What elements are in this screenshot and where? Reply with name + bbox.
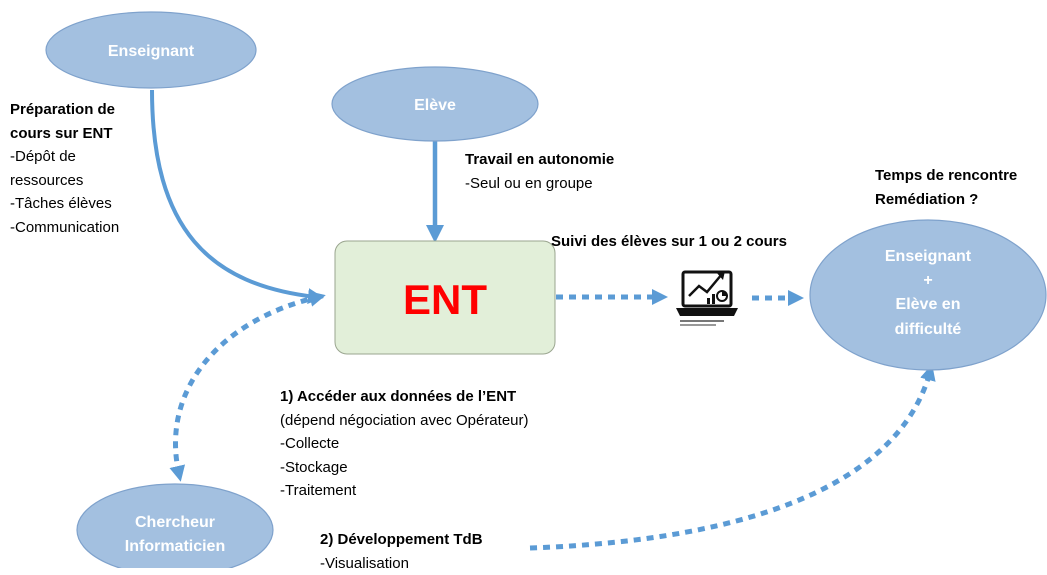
preparation-item: -Dépôt de (10, 145, 119, 169)
annotation-travail: Travail en autonomie -Seul ou en groupe (465, 148, 614, 195)
node-ent: ENT (335, 241, 555, 354)
node-enseignant-eleve-line3: Elève en (896, 296, 961, 313)
acceder-item: (dépend négociation avec Opérateur) (280, 409, 529, 433)
preparation-item: -Communication (10, 216, 119, 240)
annotation-suivi: Suivi des élèves sur 1 ou 2 cours (551, 230, 787, 254)
node-ent-label: ENT (403, 276, 487, 323)
arrow-enseignant-to-ent (152, 90, 316, 297)
preparation-title-line1: Préparation de (10, 98, 119, 122)
travail-item: -Seul ou en groupe (465, 172, 614, 196)
node-eleve-label: Elève (414, 97, 456, 114)
arrow-tdb-to-enseignant-eleve (530, 372, 930, 548)
developpement-title: 2) Développement TdB (320, 528, 483, 552)
node-chercheur: Chercheur Informaticien (77, 484, 273, 568)
acceder-item: -Stockage (280, 456, 529, 480)
temps-title-line1: Temps de rencontre (875, 164, 1017, 188)
node-enseignant-eleve-line1: Enseignant (885, 248, 972, 265)
annotation-temps: Temps de rencontre Remédiation ? (875, 164, 1017, 211)
annotation-acceder: 1) Accéder aux données de l’ENT (dépend … (280, 385, 529, 503)
node-chercheur-line2: Informaticien (125, 538, 225, 555)
travail-title: Travail en autonomie (465, 148, 614, 172)
developpement-item: -Visualisation (320, 552, 483, 575)
node-enseignant-top-label: Enseignant (108, 43, 195, 60)
preparation-item: ressources (10, 169, 119, 193)
laptop-chart-icon (676, 271, 738, 326)
preparation-item: -Tâches élèves (10, 192, 119, 216)
node-eleve: Elève (332, 67, 538, 141)
acceder-item: -Collecte (280, 432, 529, 456)
acceder-title: 1) Accéder aux données de l’ENT (280, 385, 529, 409)
node-enseignant-eleve-line2: + (923, 272, 932, 289)
node-chercheur-line1: Chercheur (135, 514, 215, 531)
acceder-item: -Traitement (280, 479, 529, 503)
temps-title-line2: Remédiation ? (875, 188, 1017, 212)
annotation-preparation: Préparation de cours sur ENT -Dépôt de r… (10, 98, 119, 239)
suivi-title: Suivi des élèves sur 1 ou 2 cours (551, 230, 787, 254)
node-enseignant-eleve-line4: difficulté (895, 321, 962, 338)
node-enseignant-eleve: Enseignant + Elève en difficulté (810, 220, 1046, 370)
node-enseignant-top: Enseignant (46, 12, 256, 88)
preparation-title-line2: cours sur ENT (10, 122, 119, 146)
